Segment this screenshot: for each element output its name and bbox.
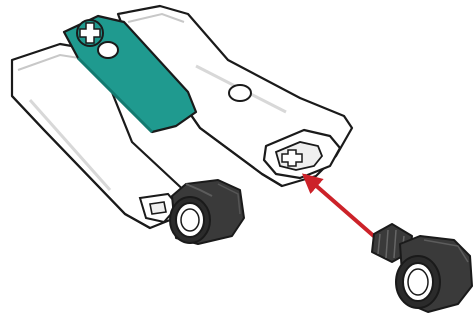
ribbon-core-cap-icon: [372, 224, 472, 312]
insertion-arrow-icon: [305, 176, 376, 238]
ribbon-core-cap-icon: [170, 180, 244, 244]
